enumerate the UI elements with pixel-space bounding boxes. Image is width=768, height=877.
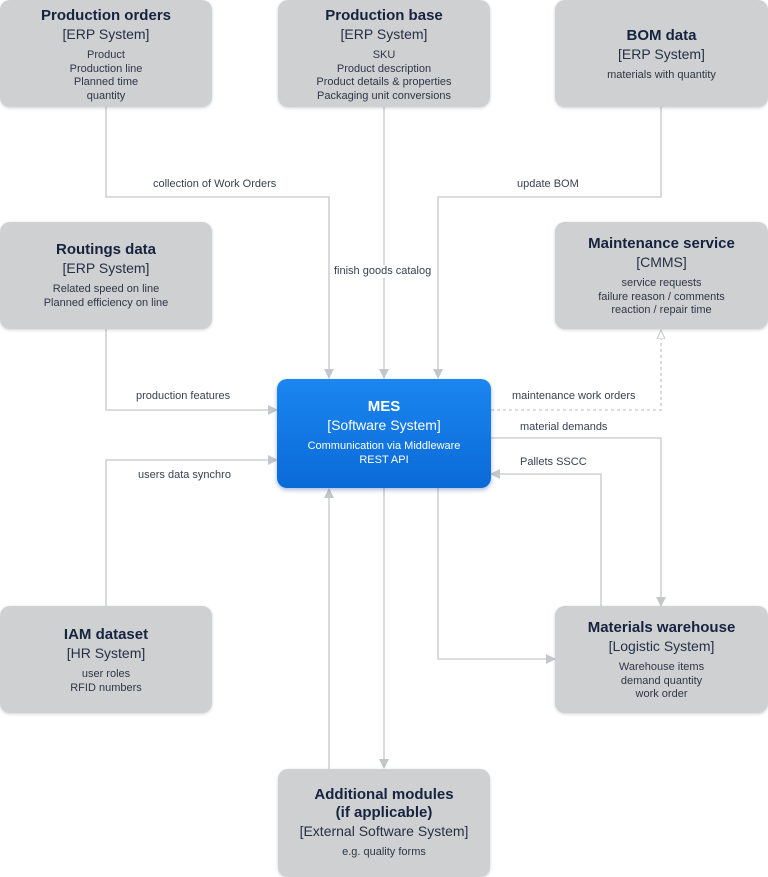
node-routings-data[interactable]: Routings data [ERP System] Related speed…: [0, 222, 212, 329]
node-line: work order: [635, 688, 688, 700]
node-system: [ERP System]: [340, 26, 428, 42]
edge-iam-to-mes: [105, 455, 278, 606]
edge-label-maintenance-work-orders: maintenance work orders: [512, 390, 636, 403]
node-mes[interactable]: MES [Software System] Communication via …: [277, 379, 491, 488]
edge-label-material-demands: material demands: [520, 421, 608, 434]
node-line: Product: [87, 49, 125, 61]
node-title: Production orders: [40, 7, 171, 24]
node-line: quantity: [86, 89, 126, 102]
node-iam-dataset[interactable]: IAM dataset [HR System] user roles RFID …: [0, 606, 212, 713]
node-line: materials with quantity: [607, 69, 716, 81]
edge-label-production-features: production features: [136, 390, 231, 403]
edge-label-users-data-synchro: users data synchro: [138, 469, 231, 482]
node-line: Planned time: [73, 76, 139, 88]
node-line: user roles: [81, 668, 131, 680]
node-line: reaction / repair time: [611, 304, 712, 316]
node-line: failure reason / comments: [598, 290, 725, 303]
node-line: Packaging unit conversions: [317, 89, 451, 102]
edge-warehouse-to-mes-pallets: [490, 469, 602, 606]
edge-mes-to-maintenance: [491, 330, 661, 411]
node-line: Production line: [69, 62, 143, 75]
edge-label-update-bom: update BOM: [517, 178, 579, 191]
node-line: Planned efficiency on line: [43, 296, 169, 309]
node-line: SKU: [372, 49, 396, 61]
node-system: [Logistic System]: [608, 638, 715, 654]
node-title: MES: [367, 398, 401, 415]
node-additional-modules[interactable]: Additional modules (if applicable) [Exte…: [278, 769, 490, 877]
node-line: RFID numbers: [70, 681, 142, 694]
edge-label-finish-goods-catalog: finish goods catalog: [334, 265, 432, 278]
edge-bom-to-mes: [433, 107, 662, 379]
node-line: Product details & properties: [316, 76, 452, 88]
node-system: [ERP System]: [618, 46, 705, 62]
node-title: Production base: [325, 7, 443, 24]
node-system: [Software System]: [327, 417, 441, 433]
node-line: REST API: [359, 453, 409, 466]
edge-label-pallets-sscc: Pallets SSCC: [520, 456, 587, 469]
edge-production-orders-to-mes: [105, 107, 334, 379]
node-system: [HR System]: [66, 645, 146, 661]
node-line: e.g. quality forms: [342, 846, 426, 858]
edge-mes-to-warehouse-bottom: [437, 488, 556, 664]
node-title: Maintenance service: [588, 235, 735, 252]
node-title: Materials warehouse: [587, 619, 736, 636]
node-line: service requests: [621, 277, 702, 289]
node-production-base[interactable]: Production base [ERP System] SKU Product…: [278, 0, 490, 107]
node-title: IAM dataset: [63, 626, 149, 643]
node-line: Communication via Middleware: [307, 440, 461, 452]
edge-routings-to-mes: [105, 329, 278, 415]
node-system: [ERP System]: [62, 26, 150, 42]
node-title: Routings data: [56, 241, 156, 258]
node-materials-warehouse[interactable]: Materials warehouse [Logistic System] Wa…: [555, 606, 768, 713]
node-system: [External Software System]: [299, 823, 469, 839]
node-line: Product description: [336, 62, 432, 75]
node-line: Related speed on line: [52, 283, 160, 295]
node-system: [ERP System]: [62, 260, 150, 276]
node-line: demand quantity: [620, 674, 703, 687]
node-title: Additional modules: [314, 786, 454, 803]
node-maintenance-service[interactable]: Maintenance service [CMMS] service reque…: [555, 222, 768, 329]
node-production-orders[interactable]: Production orders [ERP System] Product P…: [0, 0, 212, 107]
node-title-secondary: (if applicable): [335, 804, 433, 821]
node-line: Warehouse items: [618, 661, 705, 673]
node-title: BOM data: [626, 27, 697, 44]
edge-label-collection-of-work-orders: collection of Work Orders: [153, 178, 277, 191]
node-system: [CMMS]: [636, 254, 687, 270]
node-bom-data[interactable]: BOM data [ERP System] materials with qua…: [555, 0, 768, 107]
edge-mes-to-warehouse-demands: [491, 437, 666, 607]
